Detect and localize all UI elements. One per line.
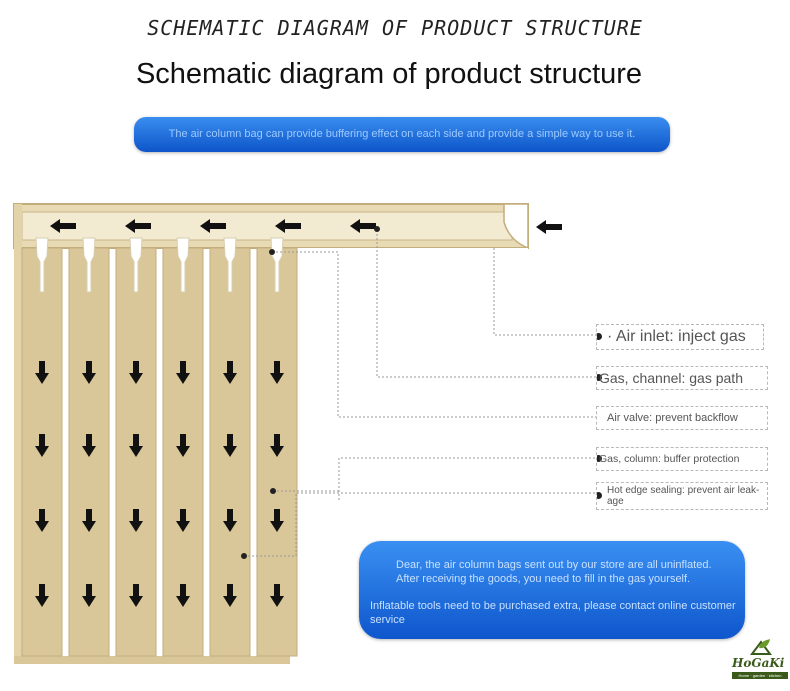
bag-left-edge	[14, 204, 22, 664]
down-arrow-icon	[176, 434, 190, 457]
leader-lines	[244, 230, 598, 557]
page-title: Schematic diagram of product structure	[135, 58, 643, 90]
channel-arrows	[50, 219, 376, 233]
label-gas-channel-text: Gas, channel: gas path	[599, 370, 743, 386]
label-air-inlet: · Air inlet: inject gas	[596, 324, 764, 350]
label-dot	[597, 333, 602, 340]
label-hot-edge-text: Hot edge sealing: prevent air leak- age	[607, 485, 760, 507]
down-arrow-icon	[129, 509, 143, 532]
label-hot-edge: Hot edge sealing: prevent air leak- age	[596, 482, 768, 510]
bag-corner-flap	[503, 203, 529, 250]
left-arrow-icon	[50, 219, 76, 233]
gas-channel-dot	[374, 226, 380, 232]
logo-name: HoGaKi	[732, 656, 785, 670]
down-arrow-icon	[270, 434, 284, 457]
label-dot	[597, 492, 602, 499]
down-arrow-icon	[129, 584, 143, 607]
down-arrow-icon	[35, 584, 49, 607]
info-banner-text: The air column bag can provide buffering…	[168, 128, 636, 140]
down-arrow-icon	[270, 361, 284, 384]
down-arrow-icon	[35, 509, 49, 532]
label-gas-column-text: Gas, column: buffer protection	[599, 453, 740, 465]
down-arrow-icon	[223, 584, 237, 607]
bag-bottom-strip	[14, 656, 290, 664]
down-arrow-icon	[129, 361, 143, 384]
air-valve-icon	[129, 237, 143, 293]
note-text-uninflated: Dear, the air column bags sent out by ou…	[396, 559, 712, 585]
leader-air-valve	[272, 251, 598, 418]
left-arrow-icon	[200, 219, 226, 233]
down-arrow-icon	[176, 361, 190, 384]
down-arrow-icon	[82, 509, 96, 532]
leader-air-inlet	[493, 248, 598, 336]
air-valve-dot	[269, 249, 275, 255]
label-dot	[597, 455, 602, 462]
leader-gas-column	[338, 457, 598, 500]
hot-edge-dot	[241, 553, 247, 559]
left-arrow-icon	[125, 219, 151, 233]
down-arrow-icon	[35, 434, 49, 457]
logo-tagline: Home · garden · kitchen	[732, 672, 788, 679]
left-arrow-icon	[350, 219, 376, 233]
info-banner-top: The air column bag can provide buffering…	[134, 117, 670, 152]
leader-gas-channel	[376, 230, 598, 378]
label-air-valve: Air valve: prevent backflow	[596, 406, 768, 430]
down-arrow-icon	[270, 584, 284, 607]
air-valve-icon	[82, 237, 96, 293]
air-valve-icon	[176, 237, 190, 293]
down-arrow-icon	[35, 361, 49, 384]
down-arrow-icon	[176, 584, 190, 607]
brand-logo: HoGaKi Home · garden · kitchen	[728, 636, 788, 682]
down-arrow-icon	[223, 434, 237, 457]
down-arrow-icon	[223, 361, 237, 384]
label-gas-channel: Gas, channel: gas path	[596, 366, 768, 390]
label-air-inlet-text: · Air inlet: inject gas	[607, 328, 746, 345]
down-arrow-icon	[82, 584, 96, 607]
down-arrow-icon	[82, 434, 96, 457]
down-arrow-icon	[129, 434, 143, 457]
label-gas-column: Gas, column: buffer protection	[596, 447, 768, 471]
air-valve-icon	[223, 237, 237, 293]
left-arrow-icon	[275, 219, 301, 233]
down-arrow-icon	[270, 509, 284, 532]
gas-channel	[21, 211, 513, 241]
label-air-valve-text: Air valve: prevent backflow	[607, 412, 738, 424]
leader-hot-edge	[244, 492, 598, 557]
down-arrow-icon	[176, 509, 190, 532]
down-arrow-icon	[223, 509, 237, 532]
inlet-arrow-icon	[536, 220, 562, 234]
note-text-tools: Inflatable tools need to be purchased ex…	[370, 600, 736, 626]
air-columns	[21, 237, 298, 657]
handwritten-title: SCHEMATIC DIAGRAM OF PRODUCT STRUCTURE	[147, 16, 643, 40]
gas-column-dot	[270, 488, 276, 494]
air-valve-icon	[35, 237, 49, 293]
down-arrow-icon	[82, 361, 96, 384]
info-banner-note: Dear, the air column bags sent out by ou…	[359, 541, 745, 639]
leaf-icon	[750, 639, 772, 655]
label-dot	[597, 374, 602, 381]
